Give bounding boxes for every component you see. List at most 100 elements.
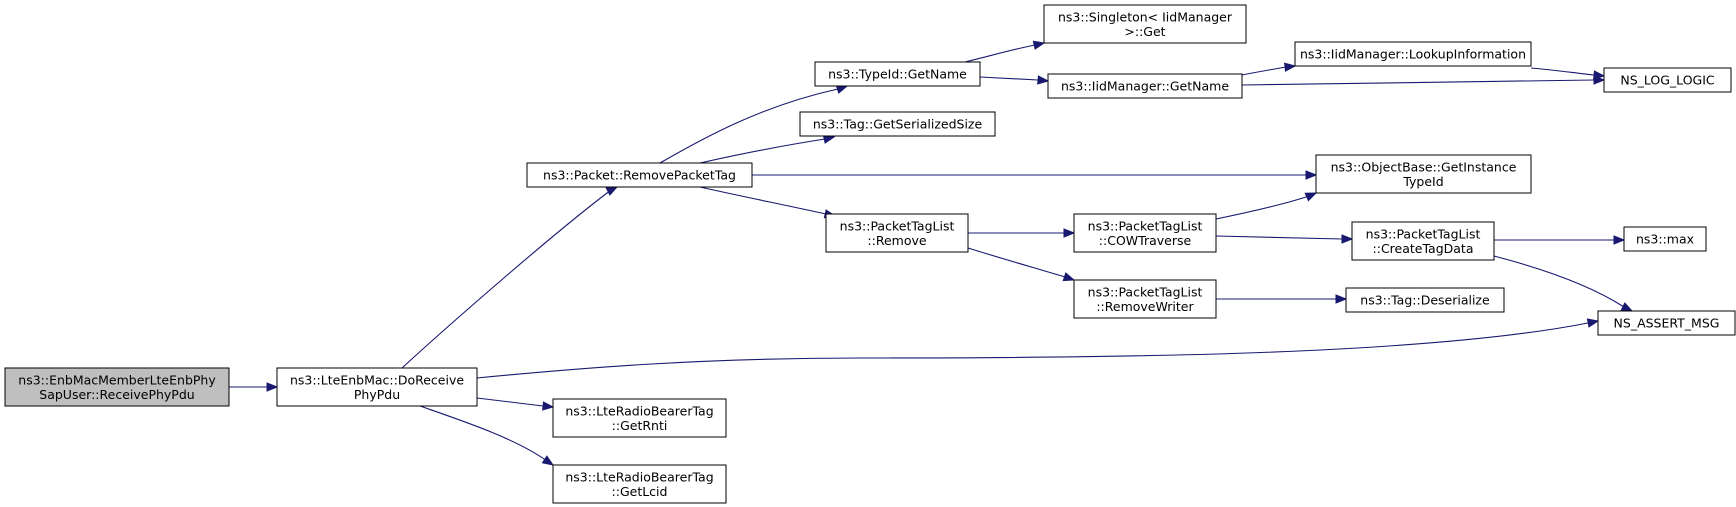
node-label-line: ns3::max: [1636, 232, 1694, 247]
edge-iid-manager-get-name-to-ns-log-logic: [1241, 75, 1606, 86]
arrowhead-icon: [1063, 228, 1076, 238]
arrowhead-icon: [1613, 235, 1626, 245]
node-label-line: ::CreateTagData: [1373, 241, 1474, 256]
edge-cow-traverse-to-create-tag-data: [1215, 234, 1354, 244]
node-tag-get-serialized-size[interactable]: ns3::Tag::GetSerializedSize: [799, 111, 996, 137]
edge-line: [979, 76, 1039, 81]
edge-remove-packet-tag-to-tag-get-serialized-size: [699, 134, 836, 164]
edge-line: [967, 247, 1066, 278]
node-box[interactable]: [276, 367, 478, 407]
edge-remove-packet-tag-to-get-instance-type-id: [752, 170, 1318, 180]
node-label-line: ns3::TypeId::GetName: [828, 67, 967, 82]
arrowhead-icon: [605, 186, 619, 196]
node-label-line: ns3::PacketTagList: [1088, 284, 1203, 299]
node-box[interactable]: [799, 111, 996, 137]
arrowhead-icon: [1593, 70, 1606, 80]
edge-do-receive-phy-pdu-to-get-rnti: [476, 397, 555, 411]
node-singleton-get[interactable]: ns3::Singleton< IidManager>::Get: [1043, 4, 1247, 44]
arrowhead-icon: [1284, 62, 1297, 72]
node-typeid-get-name[interactable]: ns3::TypeId::GetName: [814, 61, 981, 87]
node-box[interactable]: [1047, 73, 1243, 99]
edge-line: [476, 322, 1589, 379]
node-box[interactable]: [1603, 67, 1732, 93]
node-packet-tag-list-remove[interactable]: ns3::PacketTagList::Remove: [825, 213, 969, 253]
edge-do-receive-phy-pdu-to-get-lcid: [419, 405, 555, 466]
node-box[interactable]: [814, 61, 981, 87]
node-iid-manager-get-name[interactable]: ns3::IidManager::GetName: [1047, 73, 1243, 99]
node-tag-deserialize[interactable]: ns3::Tag::Deserialize: [1345, 287, 1505, 313]
node-box[interactable]: [1294, 41, 1532, 67]
node-label-line: ns3::Tag::GetSerializedSize: [813, 117, 983, 132]
edge-packet-tag-list-remove-to-remove-writer: [967, 247, 1076, 282]
node-remove-packet-tag[interactable]: ns3::Packet::RemovePacketTag: [526, 162, 753, 188]
edge-line: [699, 186, 827, 215]
arrowhead-icon: [541, 455, 555, 466]
arrowhead-icon: [1032, 40, 1046, 50]
node-box[interactable]: [4, 367, 230, 407]
edge-line: [964, 44, 1036, 63]
node-remove-writer[interactable]: ns3::PacketTagList::RemoveWriter: [1073, 279, 1217, 319]
node-box[interactable]: [1315, 154, 1532, 194]
edge-line: [1215, 195, 1310, 220]
node-label-line: ns3::LteRadioBearerTag: [565, 469, 713, 484]
edge-do-receive-phy-pdu-to-ns-assert-msg: [476, 318, 1600, 379]
arrowhead-icon: [1620, 302, 1634, 312]
node-box[interactable]: [1345, 287, 1505, 313]
nodes-layer: ns3::EnbMacMemberLteEnbPhySapUser::Recei…: [4, 4, 1736, 504]
node-label-line: ::COWTraverse: [1099, 233, 1192, 248]
node-label-line: ::RemoveWriter: [1096, 299, 1194, 314]
node-receive-phy-pdu[interactable]: ns3::EnbMacMemberLteEnbPhySapUser::Recei…: [4, 367, 230, 407]
edge-remove-packet-tag-to-packet-tag-list-remove: [699, 186, 837, 219]
edge-cow-traverse-to-get-instance-type-id: [1215, 192, 1318, 220]
node-get-rnti[interactable]: ns3::LteRadioBearerTag::GetRnti: [552, 398, 727, 438]
arrowhead-icon: [542, 401, 555, 411]
node-cow-traverse[interactable]: ns3::PacketTagList::COWTraverse: [1073, 213, 1217, 253]
node-label-line: ns3::Singleton< IidManager: [1058, 9, 1233, 24]
node-label-line: ns3::PacketTagList: [1088, 218, 1203, 233]
node-label-line: NS_LOG_LOGIC: [1620, 73, 1715, 88]
edge-do-receive-phy-pdu-to-remove-packet-tag: [401, 186, 619, 369]
edge-line: [419, 405, 548, 462]
node-lookup-information[interactable]: ns3::IidManager::LookupInformation: [1294, 41, 1532, 67]
edge-line: [476, 397, 544, 407]
node-ns-log-logic[interactable]: NS_LOG_LOGIC: [1603, 67, 1732, 93]
node-label-line: ns3::EnbMacMemberLteEnbPhy: [18, 372, 216, 387]
node-box[interactable]: [552, 398, 727, 438]
edge-create-tag-data-to-ns3-max: [1494, 235, 1626, 245]
edge-iid-manager-get-name-to-lookup-information: [1241, 62, 1297, 76]
node-ns-assert-msg[interactable]: NS_ASSERT_MSG: [1597, 310, 1736, 336]
node-label-line: ns3::Tag::Deserialize: [1360, 293, 1490, 308]
node-label-line: ::GetLcid: [612, 484, 668, 499]
node-label-line: >::Get: [1124, 24, 1165, 39]
node-box[interactable]: [1043, 4, 1247, 44]
node-create-tag-data[interactable]: ns3::PacketTagList::CreateTagData: [1351, 221, 1495, 261]
node-ns3-max[interactable]: ns3::max: [1623, 226, 1707, 252]
node-box[interactable]: [552, 464, 727, 504]
node-label-line: ns3::LteEnbMac::DoReceive: [290, 372, 464, 387]
node-box[interactable]: [1623, 226, 1707, 252]
node-label-line: ns3::PacketTagList: [1366, 226, 1481, 241]
node-label-line: ns3::Packet::RemovePacketTag: [543, 168, 736, 183]
node-box[interactable]: [825, 213, 969, 253]
node-get-lcid[interactable]: ns3::LteRadioBearerTag::GetLcid: [552, 464, 727, 504]
arrowhead-icon: [1586, 318, 1600, 328]
node-box[interactable]: [526, 162, 753, 188]
arrowhead-icon: [835, 84, 849, 94]
edge-line: [1241, 66, 1287, 76]
edge-lookup-information-to-ns-log-logic: [1530, 67, 1606, 80]
node-label-line: ns3::IidManager::GetName: [1061, 79, 1229, 94]
node-label-line: SapUser::ReceivePhyPdu: [39, 387, 194, 402]
node-box[interactable]: [1073, 279, 1217, 319]
node-label-line: TypeId: [1402, 174, 1443, 189]
edge-line: [401, 189, 612, 369]
node-box[interactable]: [1073, 213, 1217, 253]
node-box[interactable]: [1351, 221, 1495, 261]
arrowhead-icon: [1341, 234, 1354, 244]
edge-typeid-get-name-to-iid-manager-get-name: [979, 75, 1050, 85]
node-label-line: ns3::LteRadioBearerTag: [565, 403, 713, 418]
node-box[interactable]: [1597, 310, 1736, 336]
edge-line: [659, 88, 839, 164]
node-label-line: ns3::ObjectBase::GetInstance: [1331, 159, 1517, 174]
